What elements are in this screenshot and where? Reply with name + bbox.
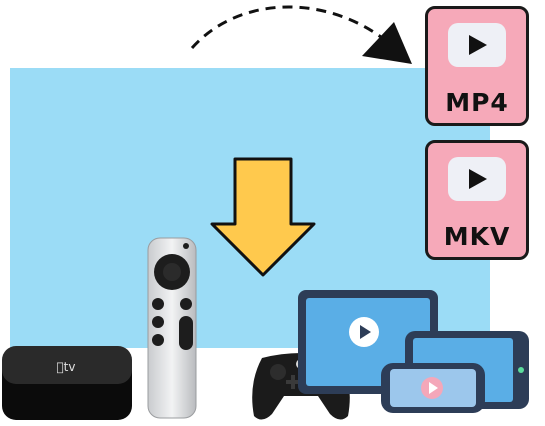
video-player-icon (448, 23, 506, 67)
siri-remote (147, 237, 197, 419)
format-label-mkv: MKV (443, 222, 511, 251)
apple-tv-box: tv (2, 346, 132, 420)
format-label-mp4: MP4 (445, 88, 509, 117)
apple-tv-logo-icon: tv (56, 360, 75, 374)
download-arrow-icon (210, 157, 316, 277)
format-badge-mkv: MKV (425, 140, 529, 260)
play-icon (469, 169, 487, 189)
play-icon (469, 35, 487, 55)
curved-dashed-arrow-icon (190, 5, 412, 64)
video-player-icon (448, 157, 506, 201)
format-badge-mp4: MP4 (425, 6, 529, 126)
phone (381, 363, 485, 413)
